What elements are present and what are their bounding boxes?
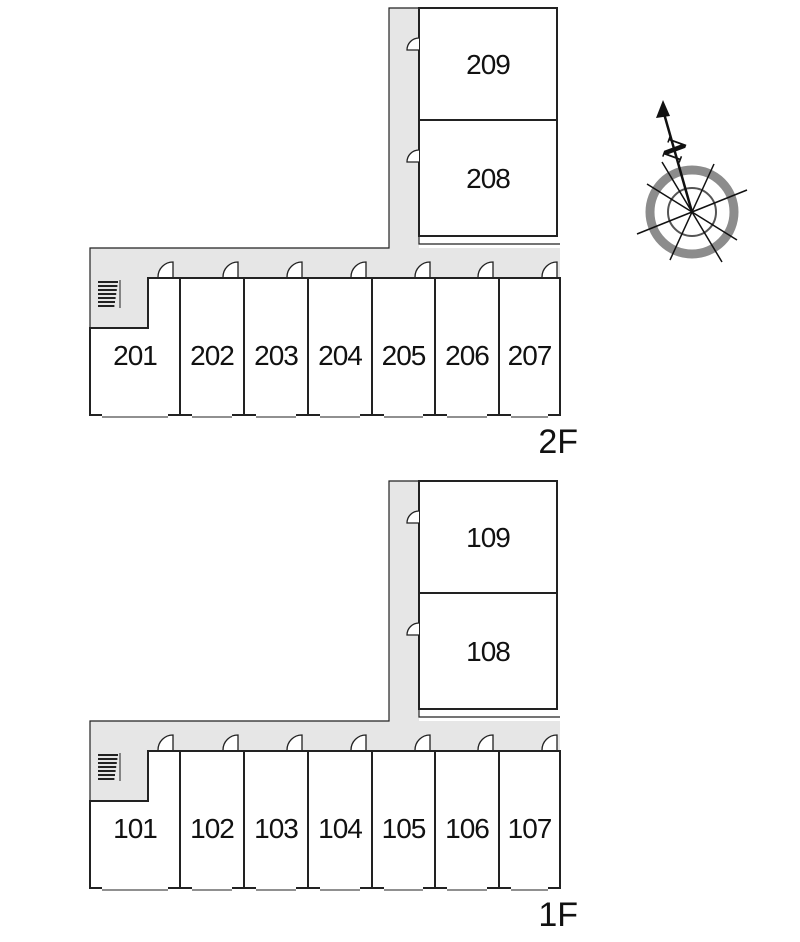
room-208: 208 bbox=[406, 119, 558, 237]
corridor-outline bbox=[89, 480, 419, 888]
room-205: 205 bbox=[371, 261, 436, 418]
door-icon bbox=[477, 261, 494, 278]
door-icon bbox=[222, 261, 239, 278]
room-outline bbox=[434, 277, 500, 416]
room-number: 102 bbox=[190, 813, 234, 844]
room-105: 105 bbox=[371, 734, 436, 891]
door-icon bbox=[414, 734, 431, 751]
corridor-outline bbox=[89, 7, 419, 415]
door-icon bbox=[406, 149, 420, 163]
room-outline bbox=[418, 7, 558, 121]
door-icon bbox=[286, 261, 303, 278]
room-109: 109 bbox=[406, 480, 558, 594]
room-108: 108 bbox=[406, 592, 558, 710]
door-icon bbox=[477, 734, 494, 751]
stair-landing bbox=[90, 248, 148, 328]
door-icon bbox=[406, 37, 420, 51]
door-icon bbox=[406, 622, 420, 636]
corridor-outline bbox=[418, 236, 560, 245]
floor-label: 2F bbox=[538, 423, 578, 461]
room-outline bbox=[307, 277, 373, 416]
compass-ring bbox=[645, 165, 739, 259]
room-number: 207 bbox=[508, 340, 552, 371]
room-101: 101 bbox=[89, 734, 181, 891]
room-106: 106 bbox=[434, 734, 500, 891]
room-outline bbox=[243, 277, 309, 416]
room-outline bbox=[418, 480, 558, 594]
room-number: 209 bbox=[466, 49, 510, 80]
stairs-icon bbox=[98, 753, 121, 781]
room-number: 205 bbox=[382, 340, 426, 371]
room-outline bbox=[434, 750, 500, 889]
room-201: 201 bbox=[89, 261, 181, 418]
floor-2f: 201 202 203 204 205 206 207 209 208 2F bbox=[89, 7, 578, 461]
stair-landing bbox=[90, 721, 148, 801]
room-outline bbox=[498, 750, 561, 889]
room-107: 107 bbox=[498, 734, 561, 891]
door-icon bbox=[157, 734, 174, 751]
floor-label: 1F bbox=[538, 896, 578, 934]
door-icon bbox=[414, 261, 431, 278]
corridor-outline bbox=[418, 709, 560, 718]
room-number: 103 bbox=[254, 813, 298, 844]
room-outline bbox=[179, 750, 245, 889]
room-outline bbox=[307, 750, 373, 889]
room-number: 204 bbox=[318, 340, 362, 371]
room-number: 105 bbox=[382, 813, 426, 844]
room-outline bbox=[371, 277, 436, 416]
room-206: 206 bbox=[434, 261, 500, 418]
room-number: 202 bbox=[190, 340, 234, 371]
compass-needle bbox=[661, 109, 694, 213]
door-icon bbox=[222, 734, 239, 751]
room-204: 204 bbox=[307, 261, 373, 418]
floor-1f: 101 102 103 104 105 106 107 109 108 1F bbox=[89, 480, 578, 934]
room-outline bbox=[243, 750, 309, 889]
door-icon bbox=[286, 734, 303, 751]
room-202: 202 bbox=[179, 261, 245, 418]
room-number: 101 bbox=[113, 813, 157, 844]
stairs-icon bbox=[98, 280, 121, 308]
room-number: 203 bbox=[254, 340, 298, 371]
room-207: 207 bbox=[498, 261, 561, 418]
room-209: 209 bbox=[406, 7, 558, 121]
door-icon bbox=[541, 261, 558, 278]
door-icon bbox=[541, 734, 558, 751]
room-number: 206 bbox=[445, 340, 489, 371]
door-icon bbox=[157, 261, 174, 278]
room-203: 203 bbox=[243, 261, 309, 418]
compass-icon: N bbox=[636, 100, 748, 263]
room-number: 107 bbox=[508, 813, 552, 844]
room-number: 108 bbox=[466, 636, 510, 667]
room-103: 103 bbox=[243, 734, 309, 891]
door-icon bbox=[350, 734, 367, 751]
north-arrow-icon bbox=[656, 100, 670, 118]
door-icon bbox=[350, 261, 367, 278]
room-number: 106 bbox=[445, 813, 489, 844]
north-label: N bbox=[658, 134, 694, 167]
corridor-vertical bbox=[389, 481, 419, 751]
room-102: 102 bbox=[179, 734, 245, 891]
room-number: 208 bbox=[466, 163, 510, 194]
door-icon bbox=[406, 510, 420, 524]
room-number: 109 bbox=[466, 522, 510, 553]
compass-inner-ring bbox=[667, 187, 717, 237]
corridor-vertical bbox=[389, 8, 419, 278]
room-outline bbox=[418, 119, 558, 237]
room-104: 104 bbox=[307, 734, 373, 891]
room-number: 201 bbox=[113, 340, 157, 371]
room-number: 104 bbox=[318, 813, 362, 844]
room-outline bbox=[498, 277, 561, 416]
room-outline bbox=[418, 592, 558, 710]
